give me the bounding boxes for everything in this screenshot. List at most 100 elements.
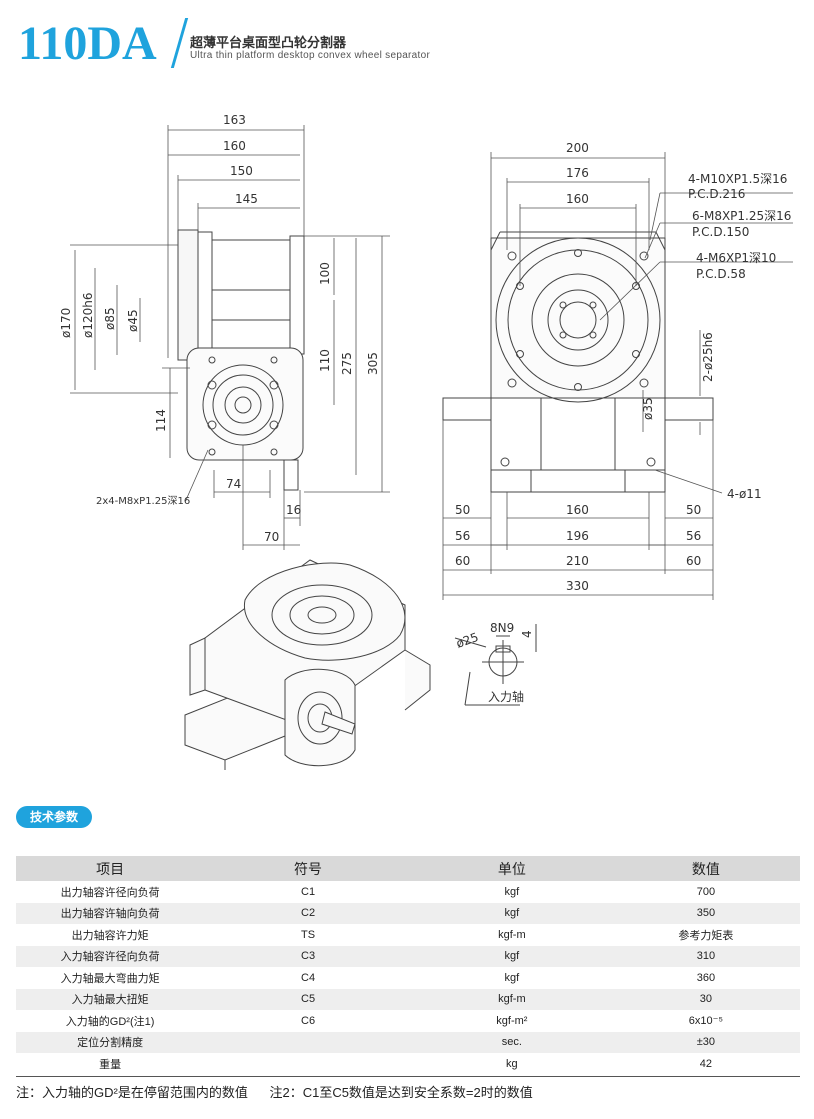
cell-unit: kgf-m² (496, 1014, 528, 1027)
shaft-diameter: ø25 (454, 630, 480, 651)
cell-symbol: C1 (301, 885, 316, 898)
cell-item: 入力轴容许径向负荷 (16, 945, 205, 967)
table-row: 定位分割精度 sec. ±30 (16, 1031, 800, 1053)
dim-right-50: 50 (686, 503, 701, 517)
drawing-canvas: 163 160 150 145 ø170 ø120h6 ø85 ø45 100 … (59, 113, 793, 770)
dim-d45: ø45 (126, 309, 140, 332)
dim-70: 70 (264, 530, 279, 544)
callout-3-line2: P.C.D.58 (696, 267, 746, 281)
table-row: 入力轴最大扭矩 C5 kgf-m 30 (16, 988, 800, 1010)
cell-value: ±30 (611, 1031, 800, 1053)
dim-110: 110 (318, 349, 332, 372)
callout-1-line2: P.C.D.216 (688, 187, 745, 201)
cell-unit: kgf (504, 971, 520, 984)
shaft-key: 8N9 (490, 621, 514, 635)
cell-value: 30 (611, 988, 800, 1010)
title-english: Ultra thin platform desktop convex wheel… (190, 50, 431, 61)
callout-2-line2: P.C.D.150 (692, 225, 749, 239)
cell-value: 6x10⁻⁵ (688, 1015, 724, 1028)
title-chinese: 超薄平台桌面型凸轮分割器 (190, 35, 347, 50)
dim-163: 163 (223, 113, 246, 127)
cell-symbol (204, 1053, 412, 1075)
dim-d120h6: ø120h6 (81, 293, 95, 339)
dim-145: 145 (235, 192, 258, 206)
spec-table: 项目 符号 单位 数值 出力轴容许径向负荷 C1 kgf 700 出力轴容许轴向… (16, 856, 800, 1075)
cell-item: 定位分割精度 (16, 1031, 205, 1053)
dim-196: 196 (566, 529, 589, 543)
cell-symbol (204, 1031, 412, 1053)
dim-right-60: 60 (686, 554, 701, 568)
cell-item: 出力轴容许径向负荷 (60, 886, 160, 899)
dim-210: 210 (566, 554, 589, 568)
dim-160: 160 (223, 139, 246, 153)
cell-symbol: C4 (301, 971, 316, 984)
technical-drawing: 163 160 150 145 ø170 ø120h6 ø85 ø45 100 … (0, 90, 814, 800)
cell-value: 700 (696, 885, 716, 898)
dim-100: 100 (318, 262, 332, 285)
side-view-body (177, 229, 305, 491)
dim-d170: ø170 (59, 308, 73, 338)
table-header-row: 项目 符号 单位 数值 (16, 856, 800, 881)
callout-3-line1: 4-M6XP1深10 (696, 251, 776, 265)
cell-item: 重量 (99, 1058, 122, 1071)
dim-2-d25h6: 2-ø25h6 (701, 332, 715, 382)
cell-value: 参考力矩表 (678, 929, 734, 942)
cell-unit: kgf-m (411, 988, 612, 1010)
dim-left-60: 60 (455, 554, 470, 568)
table-row: 入力轴的GD²(注1) C6 kgf-m² 6x10⁻⁵ (16, 1010, 800, 1032)
shaft-key-depth: 4 (520, 630, 534, 638)
table-row: 入力轴容许径向负荷 C3 kgf 310 (16, 945, 800, 967)
isometric-view (184, 559, 431, 770)
dim-left-56: 56 (455, 529, 470, 543)
cell-symbol: C3 (204, 945, 412, 967)
cell-value: 360 (696, 971, 716, 984)
cell-symbol: C6 (301, 1014, 316, 1027)
dim-305: 305 (366, 352, 380, 375)
table-row: 重量 kg 42 (16, 1053, 800, 1075)
cell-value: 310 (611, 945, 800, 967)
section-title-tech-params: 技术参数 (16, 806, 93, 828)
cell-unit: kgf (411, 902, 612, 924)
dim-right-56: 56 (686, 529, 701, 543)
note-2: 注2：C1至C5数值是达到安全系数=2时的数值 (269, 1085, 533, 1100)
cell-unit: kgf-m (498, 928, 526, 941)
cell-item: 出力轴容许力矩 (71, 929, 149, 942)
shaft-detail (454, 624, 537, 706)
title-divider (170, 18, 189, 68)
cell-unit: sec. (411, 1031, 612, 1053)
cell-unit: kg (506, 1057, 518, 1070)
dim-left-50: 50 (455, 503, 470, 517)
cell-value: 42 (699, 1057, 713, 1070)
cell-unit: kgf (504, 885, 520, 898)
dim-74: 74 (226, 477, 241, 491)
hole-note: 4-ø11 (727, 487, 762, 501)
header-symbol: 符号 (204, 856, 412, 881)
notes-divider (16, 1076, 800, 1077)
footnotes: 注：入力轴的GD²是在停留范围内的数值 注2：C1至C5数值是达到安全系数=2时… (16, 1082, 533, 1101)
front-view-body (442, 231, 714, 493)
cell-value: 350 (611, 902, 800, 924)
header-unit: 单位 (411, 856, 612, 881)
cell-symbol: TS (301, 928, 316, 941)
dim-d85: ø85 (103, 307, 117, 330)
callout-2-line1: 6-M8XP1.25深16 (692, 209, 791, 223)
table-row: 入力轴最大弯曲力矩 C4 kgf 360 (16, 967, 800, 989)
note-1: 注：入力轴的GD²是在停留范围内的数值 (16, 1085, 248, 1100)
callout-1-line1: 4-M10XP1.5深16 (688, 172, 787, 186)
dim-114: 114 (154, 409, 168, 432)
cell-item: 入力轴最大扭矩 (16, 988, 205, 1010)
cell-item: 出力轴容许轴向负荷 (16, 902, 205, 924)
dim-d35: ø35 (641, 397, 655, 420)
dim-150: 150 (230, 164, 253, 178)
table-row: 出力轴容许径向负荷 C1 kgf 700 (16, 881, 800, 903)
shaft-label: 入力轴 (488, 689, 524, 704)
model-number: 110DA (18, 17, 157, 70)
table-row: 出力轴容许力矩 TS kgf-m 参考力矩表 (16, 924, 800, 946)
header: 110DA 超薄平台桌面型凸轮分割器 Ultra thin platform d… (14, 10, 804, 70)
dim-275: 275 (340, 352, 354, 375)
cell-item: 入力轴的GD²(注1) (65, 1015, 155, 1028)
dim-16: 16 (286, 503, 301, 517)
dim-176: 176 (566, 166, 589, 180)
dim-160-bottom: 160 (566, 503, 589, 517)
header-value: 数值 (611, 856, 800, 881)
